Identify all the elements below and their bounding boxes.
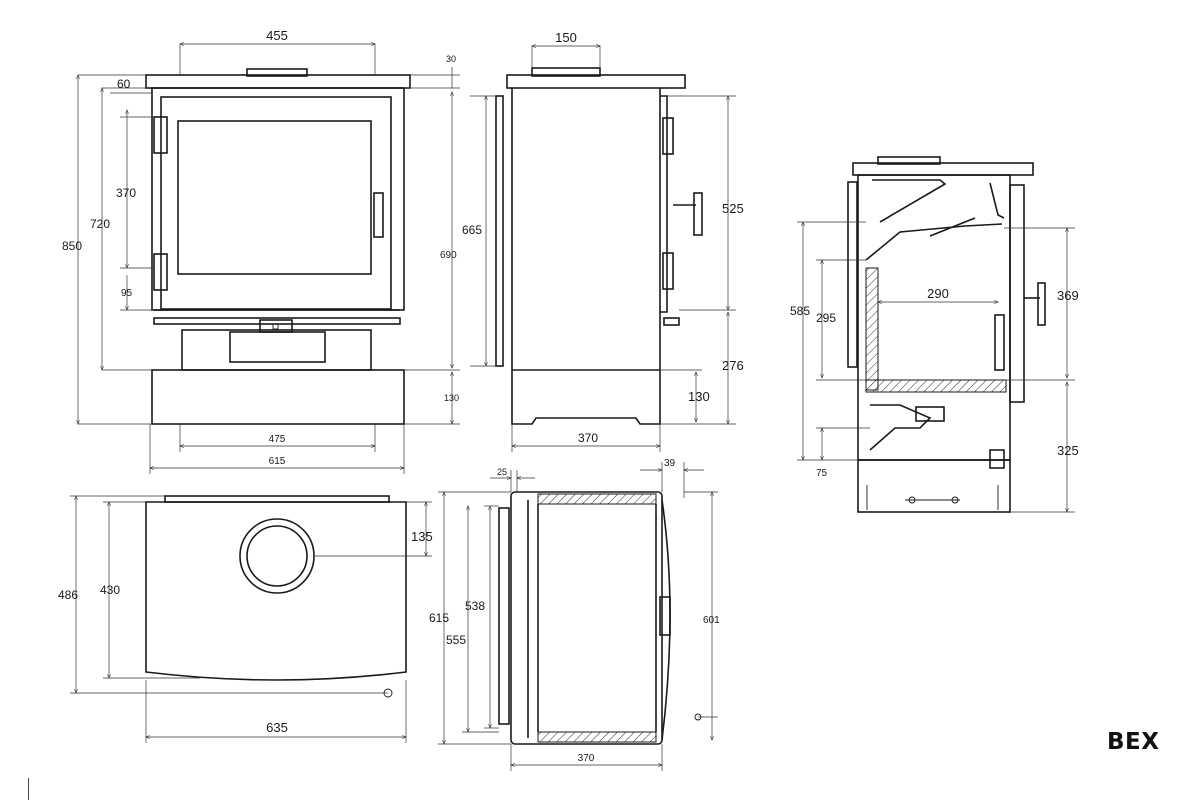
plan-top-dim-inner-depth: 430 xyxy=(100,583,120,597)
side-top-plate xyxy=(506,74,686,89)
front-hinge-bottom xyxy=(153,253,168,291)
plan-section-handle xyxy=(659,596,671,636)
plan-section-dim-depth: 370 xyxy=(578,753,595,764)
front-dim-base-height: 130 xyxy=(444,393,459,403)
section-handle-grip xyxy=(1037,282,1046,326)
section-door xyxy=(1009,184,1025,403)
section-grate-bed xyxy=(865,379,1007,393)
section-air-deflector xyxy=(929,217,976,237)
side-air-control xyxy=(663,317,680,326)
front-dim-body-height: 720 xyxy=(90,217,110,231)
side-handle-grip xyxy=(693,192,703,236)
section-plinth xyxy=(857,459,1011,513)
section-baffle-top xyxy=(872,179,947,223)
front-dim-top-width: 455 xyxy=(266,28,288,43)
side-dim-depth: 370 xyxy=(578,431,598,445)
plan-section-dim-outer: 601 xyxy=(703,615,720,626)
plan-section-dim-inner-b: 555 xyxy=(446,633,466,647)
section-dim-glass-height: 369 xyxy=(1057,288,1079,303)
plan-top-dim-flue-offset: 135 xyxy=(411,529,433,544)
plan-top-dim-width: 635 xyxy=(266,720,288,735)
section-view: 290 585 295 369 325 75 xyxy=(790,156,1079,513)
front-dim-door-offset: 60 xyxy=(117,77,131,91)
section-dim-firebox-width: 290 xyxy=(927,286,949,301)
plan-section-dim-handle: 39 xyxy=(664,458,676,469)
side-back-panel xyxy=(495,95,504,367)
section-dim-firebox-height: 585 xyxy=(790,304,810,318)
front-ashpan-rail xyxy=(153,317,401,325)
front-dim-top-offset: 30 xyxy=(446,54,456,64)
plan-top-flue-outer xyxy=(239,518,315,594)
side-dim-handle-to-floor: 276 xyxy=(722,358,744,373)
section-baffle-lower xyxy=(865,223,1003,261)
section-body xyxy=(857,174,1011,461)
side-body xyxy=(511,88,661,425)
front-air-control xyxy=(259,319,293,333)
section-back-panel xyxy=(847,181,858,368)
front-ashpan-recess xyxy=(181,329,372,371)
side-view: 150 665 525 276 130 370 xyxy=(462,30,744,452)
front-dim-to-base: 690 xyxy=(440,250,457,261)
section-dim-ash-offset: 75 xyxy=(816,468,828,479)
front-dim-hinge-span: 370 xyxy=(116,186,136,200)
section-throat xyxy=(989,182,1005,219)
plan-top-dim-depth: 486 xyxy=(58,588,78,602)
side-dim-plinth: 130 xyxy=(688,389,710,404)
plan-section-brick-bottom xyxy=(537,731,657,743)
front-top-plate xyxy=(145,74,411,89)
plan-section-view: 25 39 615 538 555 601 370 xyxy=(429,458,720,771)
front-glass xyxy=(177,120,372,275)
side-dim-door-height: 665 xyxy=(462,223,482,237)
front-view: 455 850 720 60 370 95 30 690 130 475 615 xyxy=(62,28,460,474)
section-back-brick xyxy=(865,267,879,391)
plan-section-dim-inner-a: 538 xyxy=(465,599,485,613)
front-door-handle xyxy=(373,192,384,238)
side-hinge-bottom xyxy=(662,252,674,290)
side-flue-collar xyxy=(531,67,601,77)
front-dim-ash-width: 475 xyxy=(269,434,286,445)
plan-top-outline xyxy=(145,501,407,681)
plan-top-flue-inner xyxy=(246,525,308,587)
plan-section-door xyxy=(661,499,671,741)
brand-logo: BEX xyxy=(1107,729,1160,755)
plan-section-brick-top xyxy=(537,493,657,505)
plan-section-outline xyxy=(510,491,663,745)
section-dim-grate-height: 295 xyxy=(816,311,836,325)
front-dim-total-width: 615 xyxy=(269,456,286,467)
front-plinth xyxy=(151,369,405,425)
plan-section-dim-frame: 25 xyxy=(497,467,507,477)
front-hinge-top xyxy=(153,116,168,154)
page-edge-mark xyxy=(28,778,29,800)
plan-top-view: 486 430 135 635 xyxy=(58,495,433,743)
section-air-box xyxy=(915,406,945,422)
section-top-plate xyxy=(852,162,1034,176)
section-foot-front xyxy=(989,449,1005,469)
section-air-inlet xyxy=(869,404,932,451)
plan-section-rear-panel xyxy=(498,507,510,725)
front-ashpan xyxy=(229,331,326,363)
plan-top-rear-lip xyxy=(164,495,390,503)
section-dim-ash-height: 325 xyxy=(1057,443,1079,458)
front-dim-hinge-bottom: 95 xyxy=(121,288,133,299)
front-dim-total-height: 850 xyxy=(62,239,82,253)
side-door-profile xyxy=(660,95,668,313)
front-flue-collar xyxy=(246,68,308,77)
plan-section-dim-total: 615 xyxy=(429,611,449,625)
front-door xyxy=(160,96,392,310)
side-hinge-top xyxy=(662,117,674,155)
side-dim-flue-width: 150 xyxy=(555,30,577,45)
section-glass-bead xyxy=(994,314,1005,371)
section-flue-collar xyxy=(877,156,941,165)
side-dim-handle-height: 525 xyxy=(722,201,744,216)
